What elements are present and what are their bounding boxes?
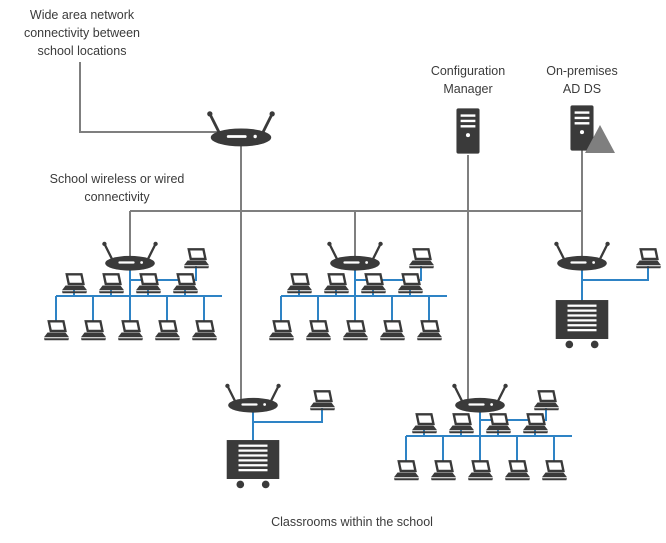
blue-connectors [55, 262, 649, 462]
laptop-icon [634, 248, 661, 269]
ad-ds-triangle-icon [585, 125, 615, 153]
laptop-icon [153, 320, 180, 341]
laptop-icon [466, 460, 493, 481]
laptop-icon [415, 320, 442, 341]
cluster2-laptop-stub-lines [280, 286, 430, 322]
ad-ds-label: On-premises AD DS [546, 64, 618, 96]
laptop-icon [429, 460, 456, 481]
laptop-icon [532, 390, 559, 411]
classrooms-label: Classrooms within the school [271, 515, 433, 529]
cluster1-laptop-stub-lines [55, 286, 205, 322]
wan-label: Wide area network connectivity between s… [23, 8, 141, 58]
laptop-icon [308, 390, 335, 411]
laptop-icon [267, 320, 294, 341]
wan-link-line [79, 62, 228, 133]
devices [42, 105, 661, 489]
cluster4-device-cart-icon [226, 440, 280, 489]
laptop-icon [190, 320, 217, 341]
laptop-icon [341, 320, 368, 341]
laptop-icon [304, 320, 331, 341]
cluster5-access-point-icon [452, 382, 508, 413]
wan-router-icon [207, 109, 275, 147]
laptop-icon [392, 460, 419, 481]
laptop-icon [116, 320, 143, 341]
laptop-icon [79, 320, 106, 341]
laptop-icon [407, 248, 434, 269]
cluster3-device-cart-icon [555, 300, 609, 349]
cluster5-laptop-stub-lines [405, 426, 555, 462]
cluster4-access-point-icon [225, 382, 281, 413]
gray-connectors [79, 62, 583, 402]
cluster1-wires [55, 262, 222, 322]
config-manager-label: Configuration Manager [430, 64, 506, 96]
laptop-icon [540, 460, 567, 481]
cluster4-side-laptop-line [253, 408, 323, 423]
laptop-icon [182, 248, 209, 269]
cluster3-side-laptop-line [582, 266, 649, 281]
school-connectivity-label: School wireless or wired connectivity [49, 172, 185, 204]
laptop-icon [503, 460, 530, 481]
laptop-icon [378, 320, 405, 341]
laptop-icon [42, 320, 69, 341]
config-manager-server-icon [456, 108, 480, 154]
